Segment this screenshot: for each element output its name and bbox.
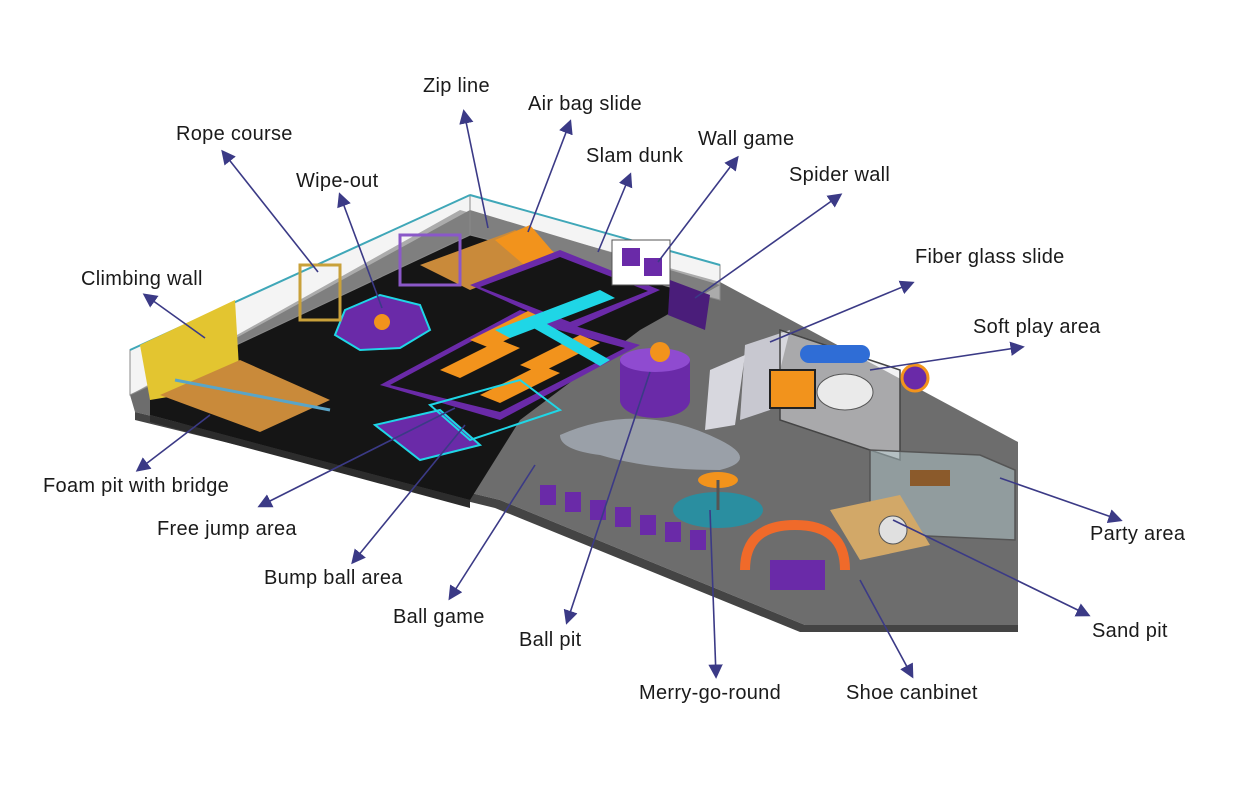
arrow-sand-pit [892, 519, 1091, 617]
fiber-glass-slide-shape [740, 330, 790, 420]
label-air-bag-slide: Air bag slide [528, 93, 642, 115]
label-ball-pit: Ball pit [519, 629, 582, 651]
spider-wall-shape [668, 280, 710, 330]
label-ball-game: Ball game [393, 606, 485, 628]
label-free-jump-area: Free jump area [157, 518, 297, 540]
arrow-free-jump-area [257, 407, 456, 508]
arrow-wipe-out [337, 192, 383, 309]
arrow-soft-play-area [869, 341, 1025, 371]
label-wall-game: Wall game [698, 128, 795, 150]
label-sand-pit: Sand pit [1092, 620, 1168, 642]
label-zip-line: Zip line [423, 75, 490, 97]
shoe-cabinet-box [770, 560, 825, 590]
label-slam-dunk: Slam dunk [586, 145, 684, 167]
arrow-ball-game [448, 464, 536, 601]
arrow-wall-game [657, 155, 739, 263]
label-rope-course: Rope course [176, 123, 293, 145]
label-soft-play-area: Soft play area [973, 316, 1101, 338]
upper-trampoline-grid [470, 250, 660, 330]
label-shoe-canbinet: Shoe canbinet [846, 682, 978, 704]
label-merry-go-round: Merry-go-round [639, 682, 782, 704]
arrow-zip-line [459, 109, 489, 229]
label-spider-wall: Spider wall [789, 164, 891, 186]
soft-play-orange-box [769, 369, 816, 409]
cyan-beam [495, 290, 615, 338]
wall-game-screen-2 [644, 258, 662, 276]
cyan-beam-2 [530, 320, 610, 366]
foam-pit-bridge [174, 378, 331, 412]
label-wipe-out: Wipe-out [296, 170, 379, 192]
arrow-slam-dunk [597, 172, 633, 253]
soft-play-tube [800, 345, 870, 363]
net-top-rail-2 [469, 194, 721, 266]
callout-arrows [135, 109, 1123, 679]
rope-course-frame [298, 263, 342, 322]
arrow-climbing-wall [142, 293, 206, 339]
label-party-area: Party area [1090, 523, 1186, 545]
arrow-party-area [999, 477, 1123, 523]
soft-play-pod [816, 373, 874, 411]
front-fence [540, 485, 706, 550]
label-bump-ball-area: Bump ball area [264, 567, 403, 589]
spaceship-ball [900, 363, 930, 393]
label-foam-pit-with-bridge: Foam pit with bridge [43, 475, 230, 497]
free-jump-frame [427, 378, 563, 442]
label-climbing-wall: Climbing wall [81, 268, 203, 290]
ball-pit-shape [560, 418, 740, 470]
arrow-shoe-canbinet [859, 579, 914, 679]
arrow-air-bag-slide [527, 119, 573, 233]
arrow-merry-go-round [708, 509, 723, 679]
wipe-out-center [374, 314, 390, 330]
arrow-fiber-glass-slide [769, 280, 915, 343]
shoe-cabinet-arch [740, 519, 850, 571]
arrow-ball-pit [563, 371, 651, 625]
arrow-spider-wall [694, 193, 843, 299]
arrow-foam-pit-with-bridge [135, 414, 211, 472]
bump-ball-frame [372, 408, 483, 462]
party-table [910, 470, 950, 486]
label-fiber-glass-slide: Fiber glass slide [915, 246, 1065, 268]
trampoline-platform-side [150, 415, 470, 508]
tower-globe [650, 342, 670, 362]
wall-game-screen [622, 248, 640, 266]
rope-course-frame-2 [398, 233, 462, 287]
arrow-bump-ball-area [351, 424, 466, 565]
arrow-rope-course [221, 149, 319, 273]
foam-pit [160, 360, 330, 432]
fiber-glass-slide-shape-2 [705, 355, 745, 430]
